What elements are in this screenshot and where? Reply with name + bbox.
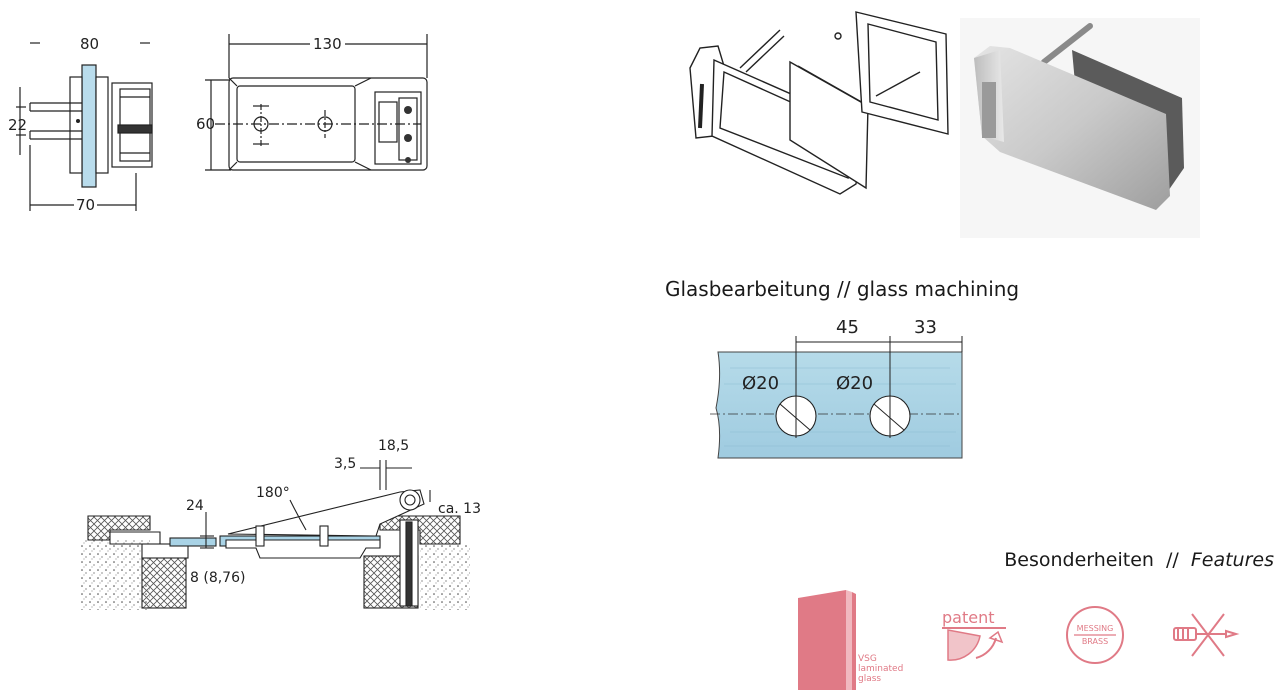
features-title-separator: // [1165,549,1179,571]
install-dim-angle: 180° [256,485,290,501]
machining-hole2-diameter: Ø20 [836,373,874,394]
features-title: Besonderheiten // Features [1004,549,1274,571]
front-dim-width-bottom: 70 [74,196,98,214]
install-dim-gap: 3,5 [334,456,357,472]
installation-section-drawing [80,460,470,610]
feature-patent: patent [940,608,1015,668]
brass-label: MESSING BRASS [1076,624,1114,646]
side-dim-height: 60 [196,115,216,133]
machining-dim-spacing: 45 [836,317,859,338]
no-adjustment-icon [1173,613,1240,657]
machining-dim-edge: 33 [914,317,937,338]
side-dim-length: 130 [310,35,345,53]
side-view-drawing [205,34,428,171]
front-dim-width-top: 80 [80,35,100,53]
feature-laminated-glass: VSG laminated glass [796,590,906,690]
glass-machining-drawing [710,336,963,459]
install-dim-pivot: ca. 13 [438,501,481,517]
glass-machining-heading: Glasbearbeitung // glass machining [665,277,1020,301]
install-dim-offset: 18,5 [378,438,410,454]
install-dim-depth: 24 [186,498,204,514]
front-dim-height: 22 [8,116,28,134]
features-title-de: Besonderheiten [1004,549,1154,571]
front-view-drawing [16,42,153,211]
features-title-en: Features [1190,549,1274,571]
feature-brass: MESSING BRASS [1060,605,1130,665]
exploded-hinge-illustration [689,11,949,195]
laminated-glass-icon [798,590,856,690]
brass-stamp-icon [1066,606,1124,664]
install-dim-glass: 8 (8,76) [190,570,246,586]
patent-icon [942,627,1006,661]
machining-hole1-diameter: Ø20 [742,373,780,394]
hinge-photo [960,18,1200,238]
patent-label: patent [942,608,995,627]
laminated-glass-label: VSG laminated glass [858,654,904,684]
